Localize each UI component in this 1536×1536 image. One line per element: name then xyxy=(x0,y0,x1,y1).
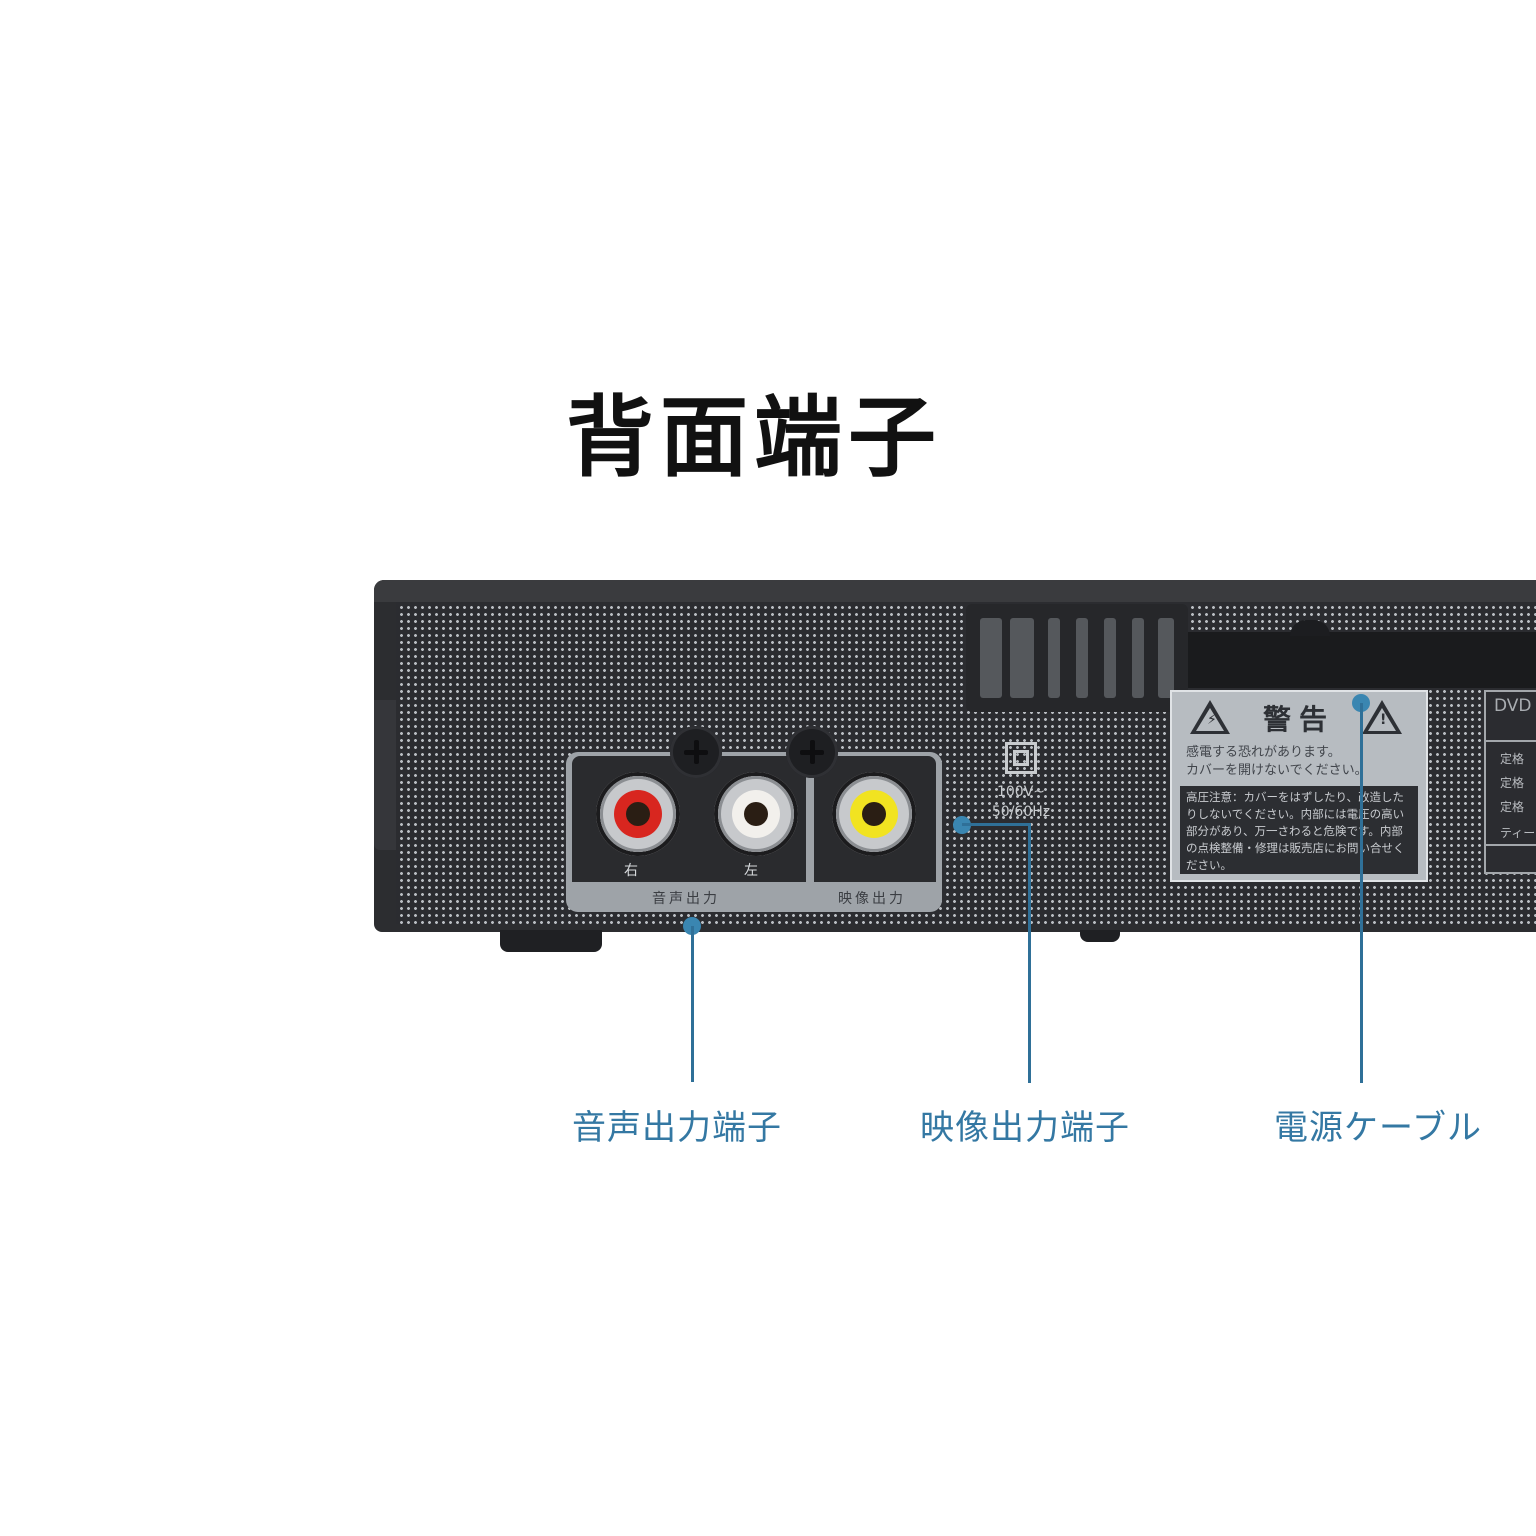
warning-subtext: 感電する恐れがあります。 カバーを開けないでください。 xyxy=(1186,745,1368,778)
callout-line-video xyxy=(1028,823,1031,1083)
audio-left-jack[interactable] xyxy=(714,772,798,856)
power-cable-plug xyxy=(966,604,1188,712)
power-spec: 100V~ 50/60Hz xyxy=(976,742,1066,822)
double-insulation-icon xyxy=(1005,742,1037,774)
audio-right-jack[interactable] xyxy=(596,772,680,856)
warning-body: 高圧注意：カバーをはずしたり、改造したりしないでください。内部には電圧の高い部分… xyxy=(1180,786,1418,874)
power-voltage: 100V~ xyxy=(996,784,1046,800)
audio-output-label: 音声出力 xyxy=(652,891,720,907)
page-title: 背面端子 xyxy=(566,386,943,489)
device-foot-left xyxy=(500,930,602,952)
callout-line-video-h xyxy=(962,823,1030,826)
callout-line-power xyxy=(1360,703,1363,1083)
callout-audio-output: 音声出力端子 xyxy=(572,1108,782,1148)
callout-power-cable: 電源ケーブル xyxy=(1274,1108,1482,1148)
device-side-notch xyxy=(374,700,398,850)
device-foot-center xyxy=(1080,930,1120,942)
cable-clip-screw xyxy=(1290,620,1330,636)
video-jack[interactable] xyxy=(832,772,916,856)
warning-label: ⚡ 警告 ! 感電する恐れがあります。 カバーを開けないでください。 高圧注意：… xyxy=(1170,690,1428,882)
callout-line-audio xyxy=(691,926,694,1082)
audio-left-label: 左 xyxy=(744,863,758,879)
video-output-label: 映像出力 xyxy=(838,891,906,907)
audio-right-label: 右 xyxy=(624,863,638,879)
electric-shock-icon: ⚡ xyxy=(1190,700,1230,734)
rating-label: DVD 定格 定格 定格 ティー xyxy=(1484,690,1536,874)
power-frequency: 50/60Hz xyxy=(991,804,1051,820)
power-cable xyxy=(1180,632,1536,688)
callout-video-output: 映像出力端子 xyxy=(920,1108,1130,1148)
screw-icon xyxy=(670,726,722,778)
warning-title: 警告 xyxy=(1262,703,1335,736)
screw-icon xyxy=(786,726,838,778)
device-top-edge xyxy=(374,580,1536,602)
